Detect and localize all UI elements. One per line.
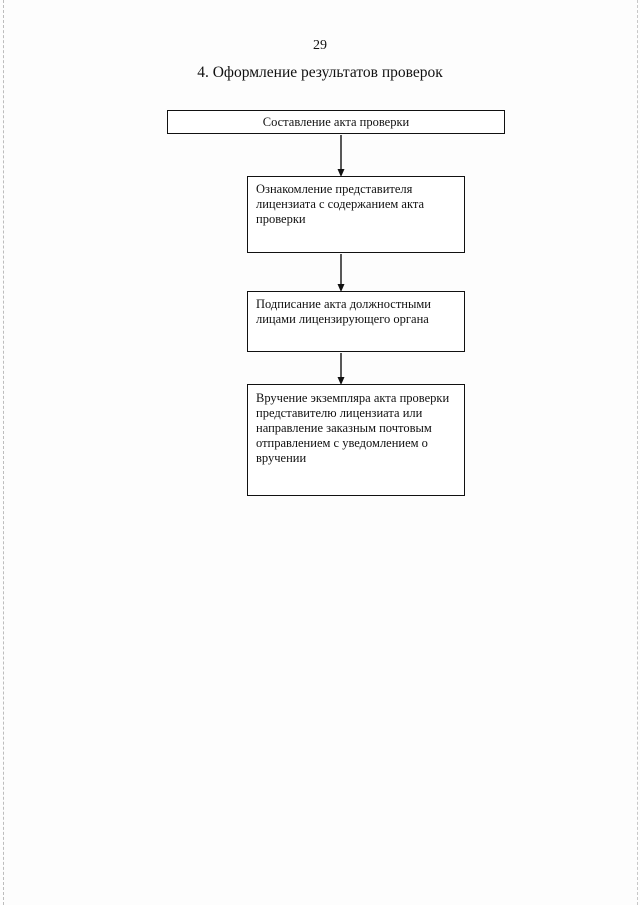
section-title: 4. Оформление результатов проверок <box>197 64 443 81</box>
scan-edge-left <box>3 0 4 905</box>
flow-step-familiarize-licensee: Ознакомление представителя лицензиата с … <box>247 176 465 253</box>
flow-step-label: Вручение экземпляра акта проверки предст… <box>256 391 450 465</box>
flow-step-deliver-act: Вручение экземпляра акта проверки предст… <box>247 384 465 496</box>
flow-step-sign-act: Подписание акта должностными лицами лице… <box>247 291 465 352</box>
flow-step-draw-up-act: Составление акта проверки <box>167 110 505 134</box>
scan-edge-right <box>637 0 638 905</box>
arrow-step1-to-step2 <box>337 135 345 177</box>
arrow-step3-to-step4 <box>337 353 345 385</box>
page-number: 29 <box>313 38 327 53</box>
arrow-step2-to-step3 <box>337 254 345 292</box>
flow-step-label: Составление акта проверки <box>262 115 410 129</box>
flow-step-label: Ознакомление представителя лицензиата с … <box>256 182 425 226</box>
flow-step-label: Подписание акта должностными лицами лице… <box>256 297 431 326</box>
